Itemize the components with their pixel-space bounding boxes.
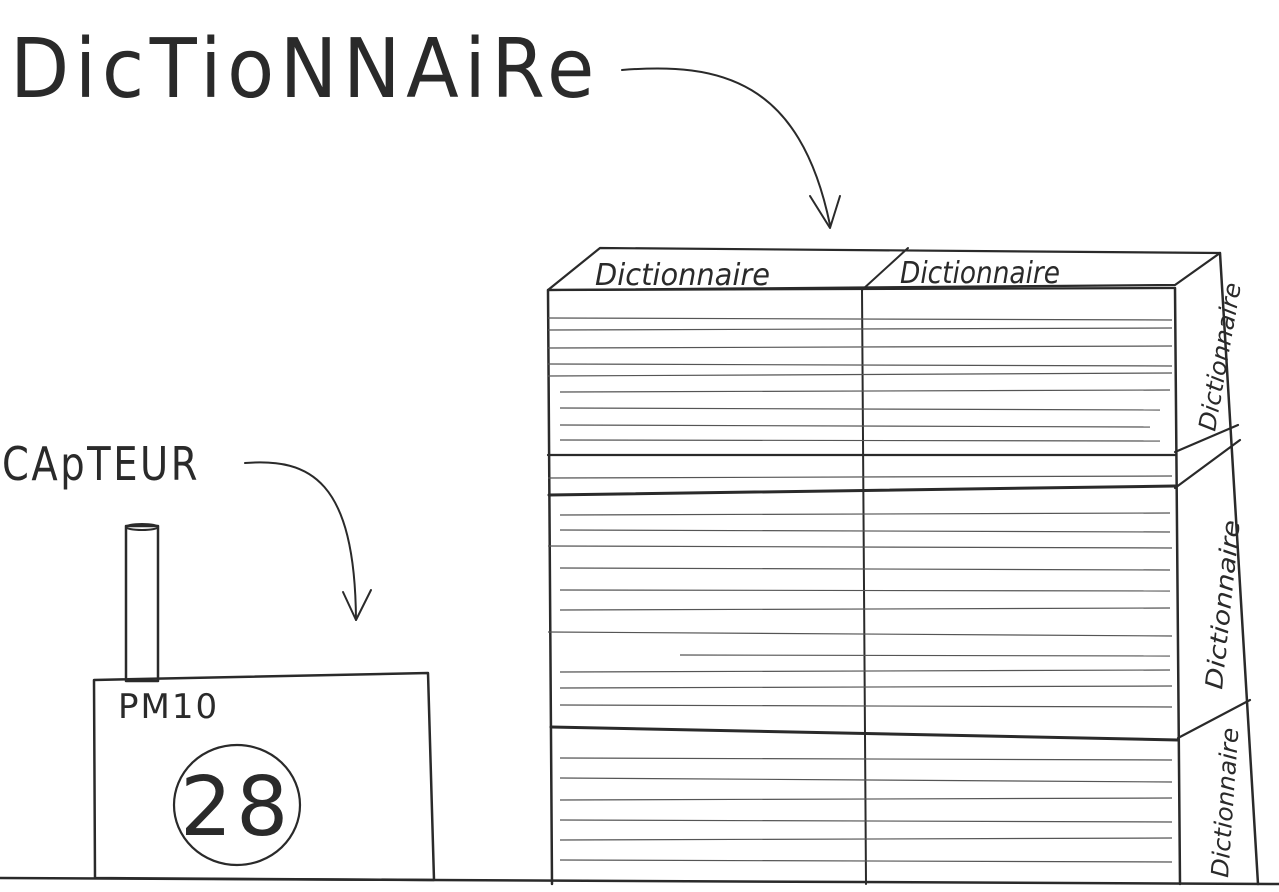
book-spine-middle: Dictionnaire	[1200, 519, 1246, 691]
dictionary-arrow	[622, 68, 840, 228]
sensor-model: PM10	[118, 687, 219, 727]
sensor-arrow	[245, 462, 371, 620]
sensor-label: CApTEUR	[2, 437, 200, 491]
book-spine-bottom: Dictionnaire	[1206, 727, 1244, 879]
book-label-top-right: Dictionnaire	[900, 256, 1060, 291]
sensor-antenna	[126, 526, 158, 681]
book-spine-top: Dictionnaire	[1193, 280, 1247, 433]
page-lines	[548, 318, 1172, 862]
sensor-reading: 28	[180, 760, 292, 855]
dictionary-label: DicTioNNAiRe	[10, 22, 600, 117]
pm10-sensor: PM10 28	[94, 524, 434, 880]
book-label-top-left: Dictionnaire	[595, 258, 770, 293]
dictionary-stack: Dictionnaire Dictionnaire Dictionnaire D…	[548, 248, 1258, 884]
